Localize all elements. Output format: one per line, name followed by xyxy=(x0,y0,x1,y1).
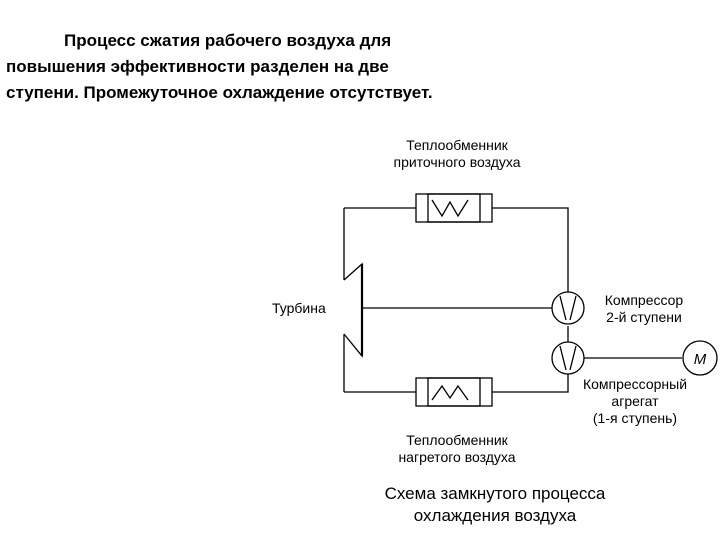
motor-symbol xyxy=(682,340,718,376)
label-heat-exchanger-heated: Теплообменник нагретого воздуха xyxy=(398,432,516,465)
intro-line-3: ступени. Промежуточное охлаждение отсутс… xyxy=(6,83,433,102)
label-compressor-stage2: Компрессор 2-й ступени xyxy=(604,292,684,325)
pipe-top xyxy=(344,207,569,292)
label-compressor-unit: Компрессорный агрегат (1-я ступень) xyxy=(582,376,688,426)
motor-label: М xyxy=(694,351,707,368)
compressor-stage2-symbol xyxy=(551,291,585,325)
compressor-unit-symbol xyxy=(551,341,585,375)
label-heat-exchanger-supply: Теплообменник приточного воздуха xyxy=(393,137,521,170)
intro-line-2: повышения эффективности разделен на две xyxy=(6,57,389,76)
pipe-bottom xyxy=(344,374,569,393)
diagram-caption: Схема замкнутого процесса охлаждения воз… xyxy=(330,483,660,527)
heat-exchanger-heated-symbol xyxy=(415,377,493,407)
caption-line-1: Схема замкнутого процесса xyxy=(384,484,606,503)
heat-exchanger-supply-symbol xyxy=(415,193,493,223)
intro-text: Процесс сжатия рабочего воздуха для повы… xyxy=(6,28,606,106)
caption-line-2: охлаждения воздуха xyxy=(413,506,577,525)
intro-line-1: Процесс сжатия рабочего воздуха для xyxy=(64,31,392,50)
turbine-symbol xyxy=(343,262,364,358)
label-turbine: Турбина xyxy=(272,300,326,316)
